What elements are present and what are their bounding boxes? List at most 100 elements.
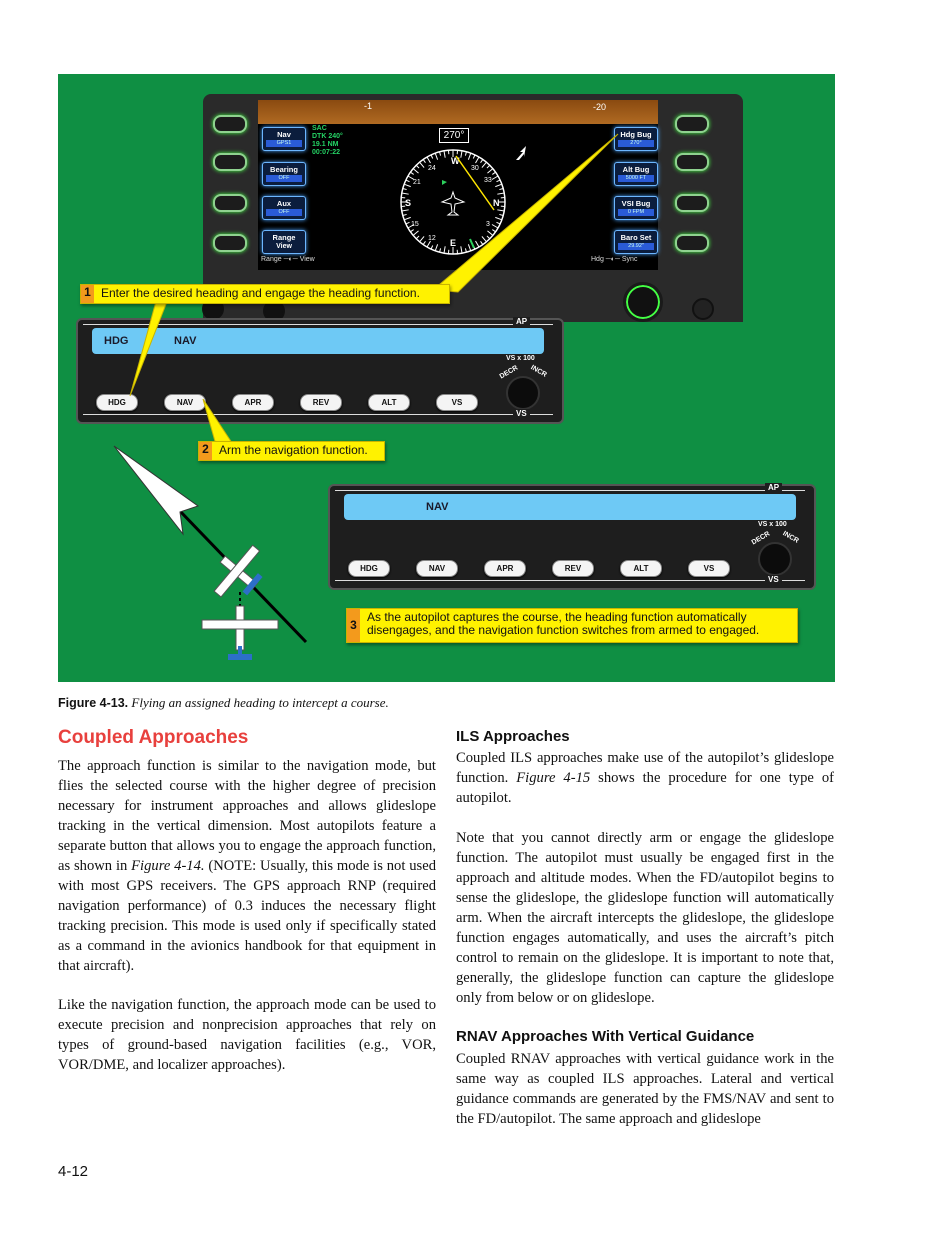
compass-tick [467, 244, 472, 252]
compass-tick [412, 230, 419, 236]
mode-nav: NAV [426, 501, 449, 513]
heading-ils-approaches: ILS Approaches [456, 728, 570, 745]
hdg-button[interactable]: HDG [96, 394, 138, 411]
pfd-hdg-knob[interactable] [623, 282, 663, 322]
nav-button[interactable]: NAV [416, 560, 458, 577]
compass-label-33: 33 [484, 177, 492, 184]
compass-tick [492, 171, 496, 175]
horizon-band [258, 100, 658, 124]
vs-knob[interactable] [758, 542, 792, 576]
compass-tick [415, 235, 420, 240]
compass-tick [422, 241, 426, 245]
compass-label-e: E [450, 238, 456, 248]
softkey-value: 270° [618, 140, 654, 147]
compass-tick [460, 246, 463, 254]
compass-tick [475, 240, 480, 248]
compass-tick [480, 241, 484, 245]
compass-tick [480, 159, 484, 163]
compass-tick [439, 151, 442, 156]
vs-button[interactable]: VS [688, 560, 730, 577]
bezel-button-left-4[interactable] [213, 234, 247, 252]
compass-tick [426, 240, 431, 248]
bezel-button-left-3[interactable] [213, 194, 247, 212]
bezel-button-right-2[interactable] [675, 153, 709, 171]
paragraph-text: The approach function is similar to the … [58, 758, 436, 874]
mode-hdg: HDG [104, 335, 129, 347]
compass-label-24: 24 [428, 165, 436, 172]
apr-button[interactable]: APR [232, 394, 274, 411]
airplane-icon [201, 605, 279, 660]
callout-3-text: As the autopilot captures the course, th… [367, 610, 760, 637]
bearing-pointer [442, 180, 447, 185]
compass-tick [486, 235, 491, 240]
softkey-value: View [276, 243, 292, 250]
nav-dtk: DTK 240° [312, 133, 343, 140]
compass-label-30: 30 [471, 165, 479, 172]
airplane-turning-icon [213, 544, 263, 598]
compass-tick [426, 156, 431, 164]
pitch-right-label: -20 [593, 102, 607, 112]
rev-button[interactable]: REV [552, 560, 594, 577]
ap-label: AP [765, 483, 783, 492]
ap-frame-line [83, 414, 553, 415]
pitch-left-label: -1 [364, 101, 373, 111]
compass-label-s: S [405, 198, 411, 208]
hdg-button[interactable]: HDG [348, 560, 390, 577]
nav-info: SAC DTK 240° 19.1 NM 00:07:22 [312, 125, 343, 157]
compass-tick [430, 245, 434, 250]
compass-tick [443, 150, 446, 158]
compass-tick [412, 168, 419, 174]
heading-coupled-approaches: Coupled Approaches [58, 727, 249, 748]
course-needle [455, 155, 495, 211]
caption-label: Figure 4-13. [58, 696, 129, 710]
softkey-value: OFF [266, 175, 302, 182]
heading-rnav-approaches: RNAV Approaches With Vertical Guidance [456, 1028, 755, 1045]
vs-knob[interactable] [506, 376, 540, 410]
vs-button[interactable]: VS [436, 394, 478, 411]
autopilot-panel-top: AP HDG NAV VS x 100 DECR INCR VS HDG NAV… [76, 317, 564, 424]
vs-knob-label: VS [513, 409, 530, 418]
compass-tick [499, 213, 504, 216]
heading-arrow-icon [113, 445, 200, 536]
sync-label: Sync [621, 256, 638, 263]
bezel-button-right-1[interactable] [675, 115, 709, 133]
callout-1-pointer-right [431, 133, 619, 293]
softkey-label: VSI Bug [621, 199, 651, 208]
ap-frame-line [83, 324, 553, 325]
pfd-small-knob[interactable] [692, 298, 714, 320]
rev-button[interactable]: REV [300, 394, 342, 411]
compass-tick [403, 216, 411, 221]
compass-tick [460, 150, 463, 158]
softkey-label: Nav [277, 130, 291, 139]
callout-1-text: Enter the desired heading and engage the… [101, 286, 420, 300]
compass-tick [402, 188, 407, 191]
range-label: Range [261, 256, 282, 263]
bezel-button-left-2[interactable] [213, 153, 247, 171]
vs-multiplier-label: VS x 100 [506, 355, 535, 362]
compass-tick [487, 168, 494, 174]
bezel-button-right-4[interactable] [675, 234, 709, 252]
apr-button[interactable]: APR [484, 560, 526, 577]
paragraph-glideslope: Note that you cannot directly arm or eng… [456, 830, 834, 1006]
alt-button[interactable]: ALT [368, 394, 410, 411]
softkey-label: Baro Set [620, 233, 652, 242]
alt-button[interactable]: ALT [620, 560, 662, 577]
compass-tick [422, 159, 426, 163]
softkey-label: Aux [276, 199, 292, 208]
view-label: View [299, 256, 315, 263]
vs-multiplier-label: VS x 100 [758, 521, 787, 528]
page-number: 4-12 [58, 1163, 89, 1180]
bezel-button-left-1[interactable] [213, 115, 247, 133]
bezel-button-right-3[interactable] [675, 194, 709, 212]
callout-2-number: 2 [199, 442, 212, 460]
compass-tick [403, 183, 411, 188]
compass-tick [495, 216, 503, 221]
